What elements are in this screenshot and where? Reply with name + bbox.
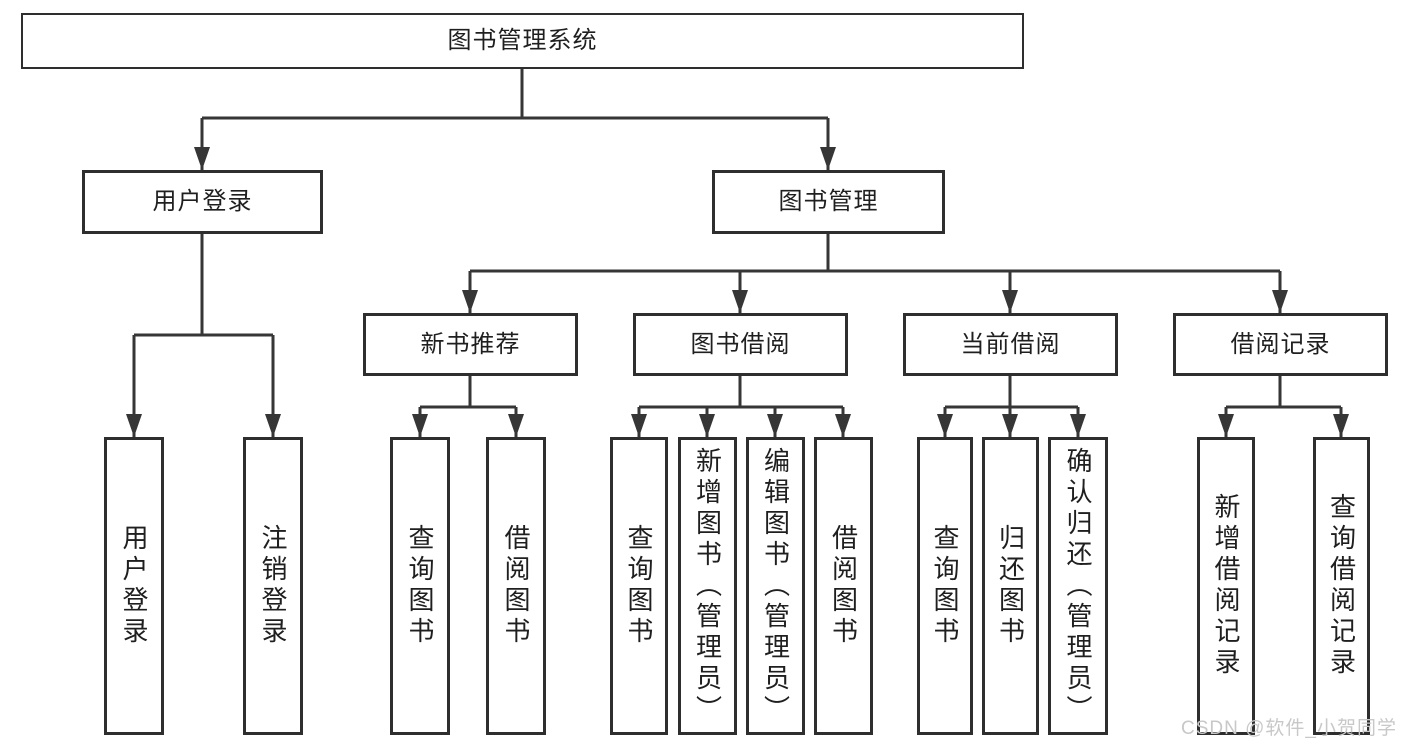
leaf-query-borrow-record-label: 查询借阅记录	[1326, 493, 1357, 679]
connector-root-trunk	[202, 69, 828, 120]
leaf-logout-login-label: 注销登录	[258, 524, 288, 648]
node-book-mgmt: 图书管理	[712, 170, 945, 234]
leaf-edit-books-admin: 编辑图书（管理员）	[746, 437, 805, 735]
node-new-book-recommend: 新书推荐	[363, 313, 578, 376]
leaf-borrow-books-recommend: 借阅图书	[486, 437, 546, 735]
connector-current-borrow-trunk	[945, 376, 1078, 409]
connector-book-mgmt-trunk	[470, 234, 1280, 273]
node-current-borrow: 当前借阅	[903, 313, 1118, 376]
leaf-add-borrow-record: 新增借阅记录	[1197, 437, 1255, 735]
node-book-borrow: 图书借阅	[633, 313, 848, 376]
leaf-query-books-recommend: 查询图书	[390, 437, 450, 735]
leaf-query-borrow-record: 查询借阅记录	[1313, 437, 1370, 735]
node-borrow-record-label: 借阅记录	[1230, 330, 1331, 358]
node-book-mgmt-label: 图书管理	[778, 188, 879, 215]
leaf-borrow-books-recommend-label: 借阅图书	[501, 524, 531, 648]
node-new-book-label: 新书推荐	[420, 330, 521, 358]
leaf-query-books-recommend-label: 查询图书	[405, 524, 435, 648]
leaf-query-books-borrow: 查询图书	[610, 437, 668, 735]
leaf-borrow-books: 借阅图书	[814, 437, 873, 735]
leaf-edit-books-admin-label: 编辑图书（管理员）	[760, 446, 791, 726]
leaf-add-books-admin-label: 新增图书（管理员）	[692, 446, 723, 726]
leaf-add-books-admin: 新增图书（管理员）	[678, 437, 737, 735]
leaf-return-books-label: 归还图书	[995, 524, 1026, 648]
leaf-confirm-return-admin: 确认归还（管理员）	[1048, 437, 1108, 735]
node-root-label: 图书管理系统	[447, 27, 598, 54]
leaf-logout-login: 注销登录	[243, 437, 303, 735]
leaf-borrow-books-label: 借阅图书	[828, 524, 859, 648]
leaf-user-login-label: 用户登录	[119, 524, 149, 648]
leaf-user-login: 用户登录	[104, 437, 164, 735]
node-borrow-record: 借阅记录	[1173, 313, 1388, 376]
connector-borrow-record-trunk	[1226, 376, 1341, 409]
leaf-add-borrow-record-label: 新增借阅记录	[1211, 493, 1241, 679]
connector-book-borrow-trunk	[639, 376, 843, 409]
leaf-query-books-borrow-label: 查询图书	[624, 524, 654, 648]
leaf-confirm-return-admin-label: 确认归还（管理员）	[1063, 446, 1093, 726]
leaf-query-books-current: 查询图书	[917, 437, 973, 735]
node-book-borrow-label: 图书借阅	[690, 330, 791, 358]
node-user-login-label: 用户登录	[152, 188, 253, 215]
csdn-watermark: CSDN @软件_小贺同学	[1181, 718, 1397, 739]
connector-user-login-trunk	[134, 234, 273, 337]
node-root-system: 图书管理系统	[21, 13, 1024, 69]
connector-new-book-trunk	[420, 376, 516, 409]
leaf-return-books: 归还图书	[982, 437, 1039, 735]
leaf-query-books-current-label: 查询图书	[930, 524, 960, 648]
node-user-login: 用户登录	[82, 170, 323, 234]
node-current-borrow-label: 当前借阅	[960, 330, 1061, 358]
